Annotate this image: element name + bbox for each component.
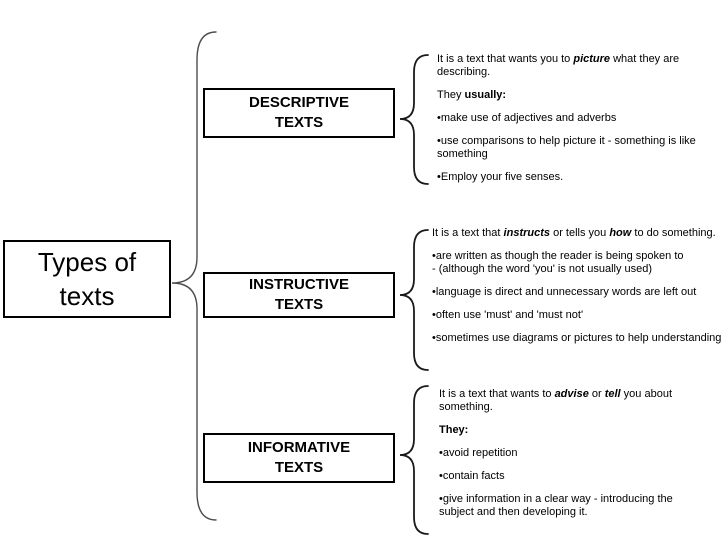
main-brace bbox=[171, 31, 217, 521]
note-text-segment: •sometimes use diagrams or pictures to h… bbox=[432, 332, 722, 344]
informative-texts-box: INFORMATIVE TEXTS bbox=[203, 433, 395, 483]
informative-brace bbox=[399, 385, 429, 535]
note-paragraph: •give information in a clear way - intro… bbox=[439, 493, 715, 519]
note-text-segment: picture bbox=[573, 53, 611, 65]
descriptive-notes: It is a text that wants you to picture w… bbox=[437, 53, 727, 194]
note-text-segment: tell bbox=[604, 388, 621, 400]
note-paragraph: •language is direct and unnecessary word… bbox=[432, 286, 725, 299]
note-text-segment: advise bbox=[554, 388, 589, 400]
note-paragraph: They usually: bbox=[437, 89, 727, 102]
note-text-segment: how bbox=[609, 227, 632, 239]
note-text-segment: •use comparisons to help picture it - so… bbox=[437, 135, 696, 160]
note-paragraph: It is a text that instructs or tells you… bbox=[432, 227, 725, 240]
note-text-segment: It is a text that bbox=[432, 227, 504, 239]
descriptive-texts-box: DESCRIPTIVE TEXTS bbox=[203, 88, 395, 138]
note-paragraph: It is a text that wants you to picture w… bbox=[437, 53, 727, 79]
note-text-segment: It is a text that wants to bbox=[439, 388, 555, 400]
types-of-texts-box: Types of texts bbox=[3, 240, 171, 318]
note-paragraph: They: bbox=[439, 424, 715, 437]
instructive-notes: It is a text that instructs or tells you… bbox=[432, 227, 725, 355]
note-text-segment: •often use 'must' and 'must not' bbox=[432, 309, 584, 321]
note-text-segment: •are written as though the reader is bei… bbox=[432, 250, 684, 275]
note-text-segment: It is a text that wants you to bbox=[437, 53, 574, 65]
note-text-segment: what they are describing. bbox=[437, 53, 680, 78]
note-text-segment: •language is direct and unnecessary word… bbox=[432, 286, 697, 298]
note-paragraph: It is a text that wants to advise or tel… bbox=[439, 388, 715, 414]
note-paragraph: •contain facts bbox=[439, 470, 715, 483]
note-text-segment: usually: bbox=[464, 89, 507, 101]
note-paragraph: •avoid repetition bbox=[439, 447, 715, 460]
note-text-segment: They bbox=[437, 89, 465, 101]
note-paragraph: •Employ your five senses. bbox=[437, 171, 727, 184]
note-text-segment: •give information in a clear way - intro… bbox=[439, 493, 673, 518]
note-text-segment: They: bbox=[439, 424, 469, 436]
informative-notes: It is a text that wants to advise or tel… bbox=[439, 388, 715, 529]
note-text-segment: •contain facts bbox=[439, 470, 505, 482]
note-paragraph: •sometimes use diagrams or pictures to h… bbox=[432, 332, 725, 345]
note-paragraph: •are written as though the reader is bei… bbox=[432, 250, 725, 276]
note-paragraph: •make use of adjectives and adverbs bbox=[437, 112, 727, 125]
note-text-segment: or tells you bbox=[550, 227, 610, 239]
note-text-segment: •avoid repetition bbox=[439, 447, 518, 459]
note-paragraph: •use comparisons to help picture it - so… bbox=[437, 135, 727, 161]
note-text-segment: •make use of adjectives and adverbs bbox=[437, 112, 617, 124]
instructive-texts-box: INSTRUCTIVE TEXTS bbox=[203, 272, 395, 318]
note-text-segment: instructs bbox=[503, 227, 551, 239]
note-text-segment: to do something. bbox=[631, 227, 716, 239]
note-text-segment: or bbox=[588, 388, 605, 400]
note-text-segment: you about something. bbox=[439, 388, 672, 413]
note-text-segment: •Employ your five senses. bbox=[437, 171, 564, 183]
instructive-brace bbox=[399, 229, 429, 371]
note-paragraph: •often use 'must' and 'must not' bbox=[432, 309, 725, 322]
descriptive-brace bbox=[399, 54, 429, 185]
